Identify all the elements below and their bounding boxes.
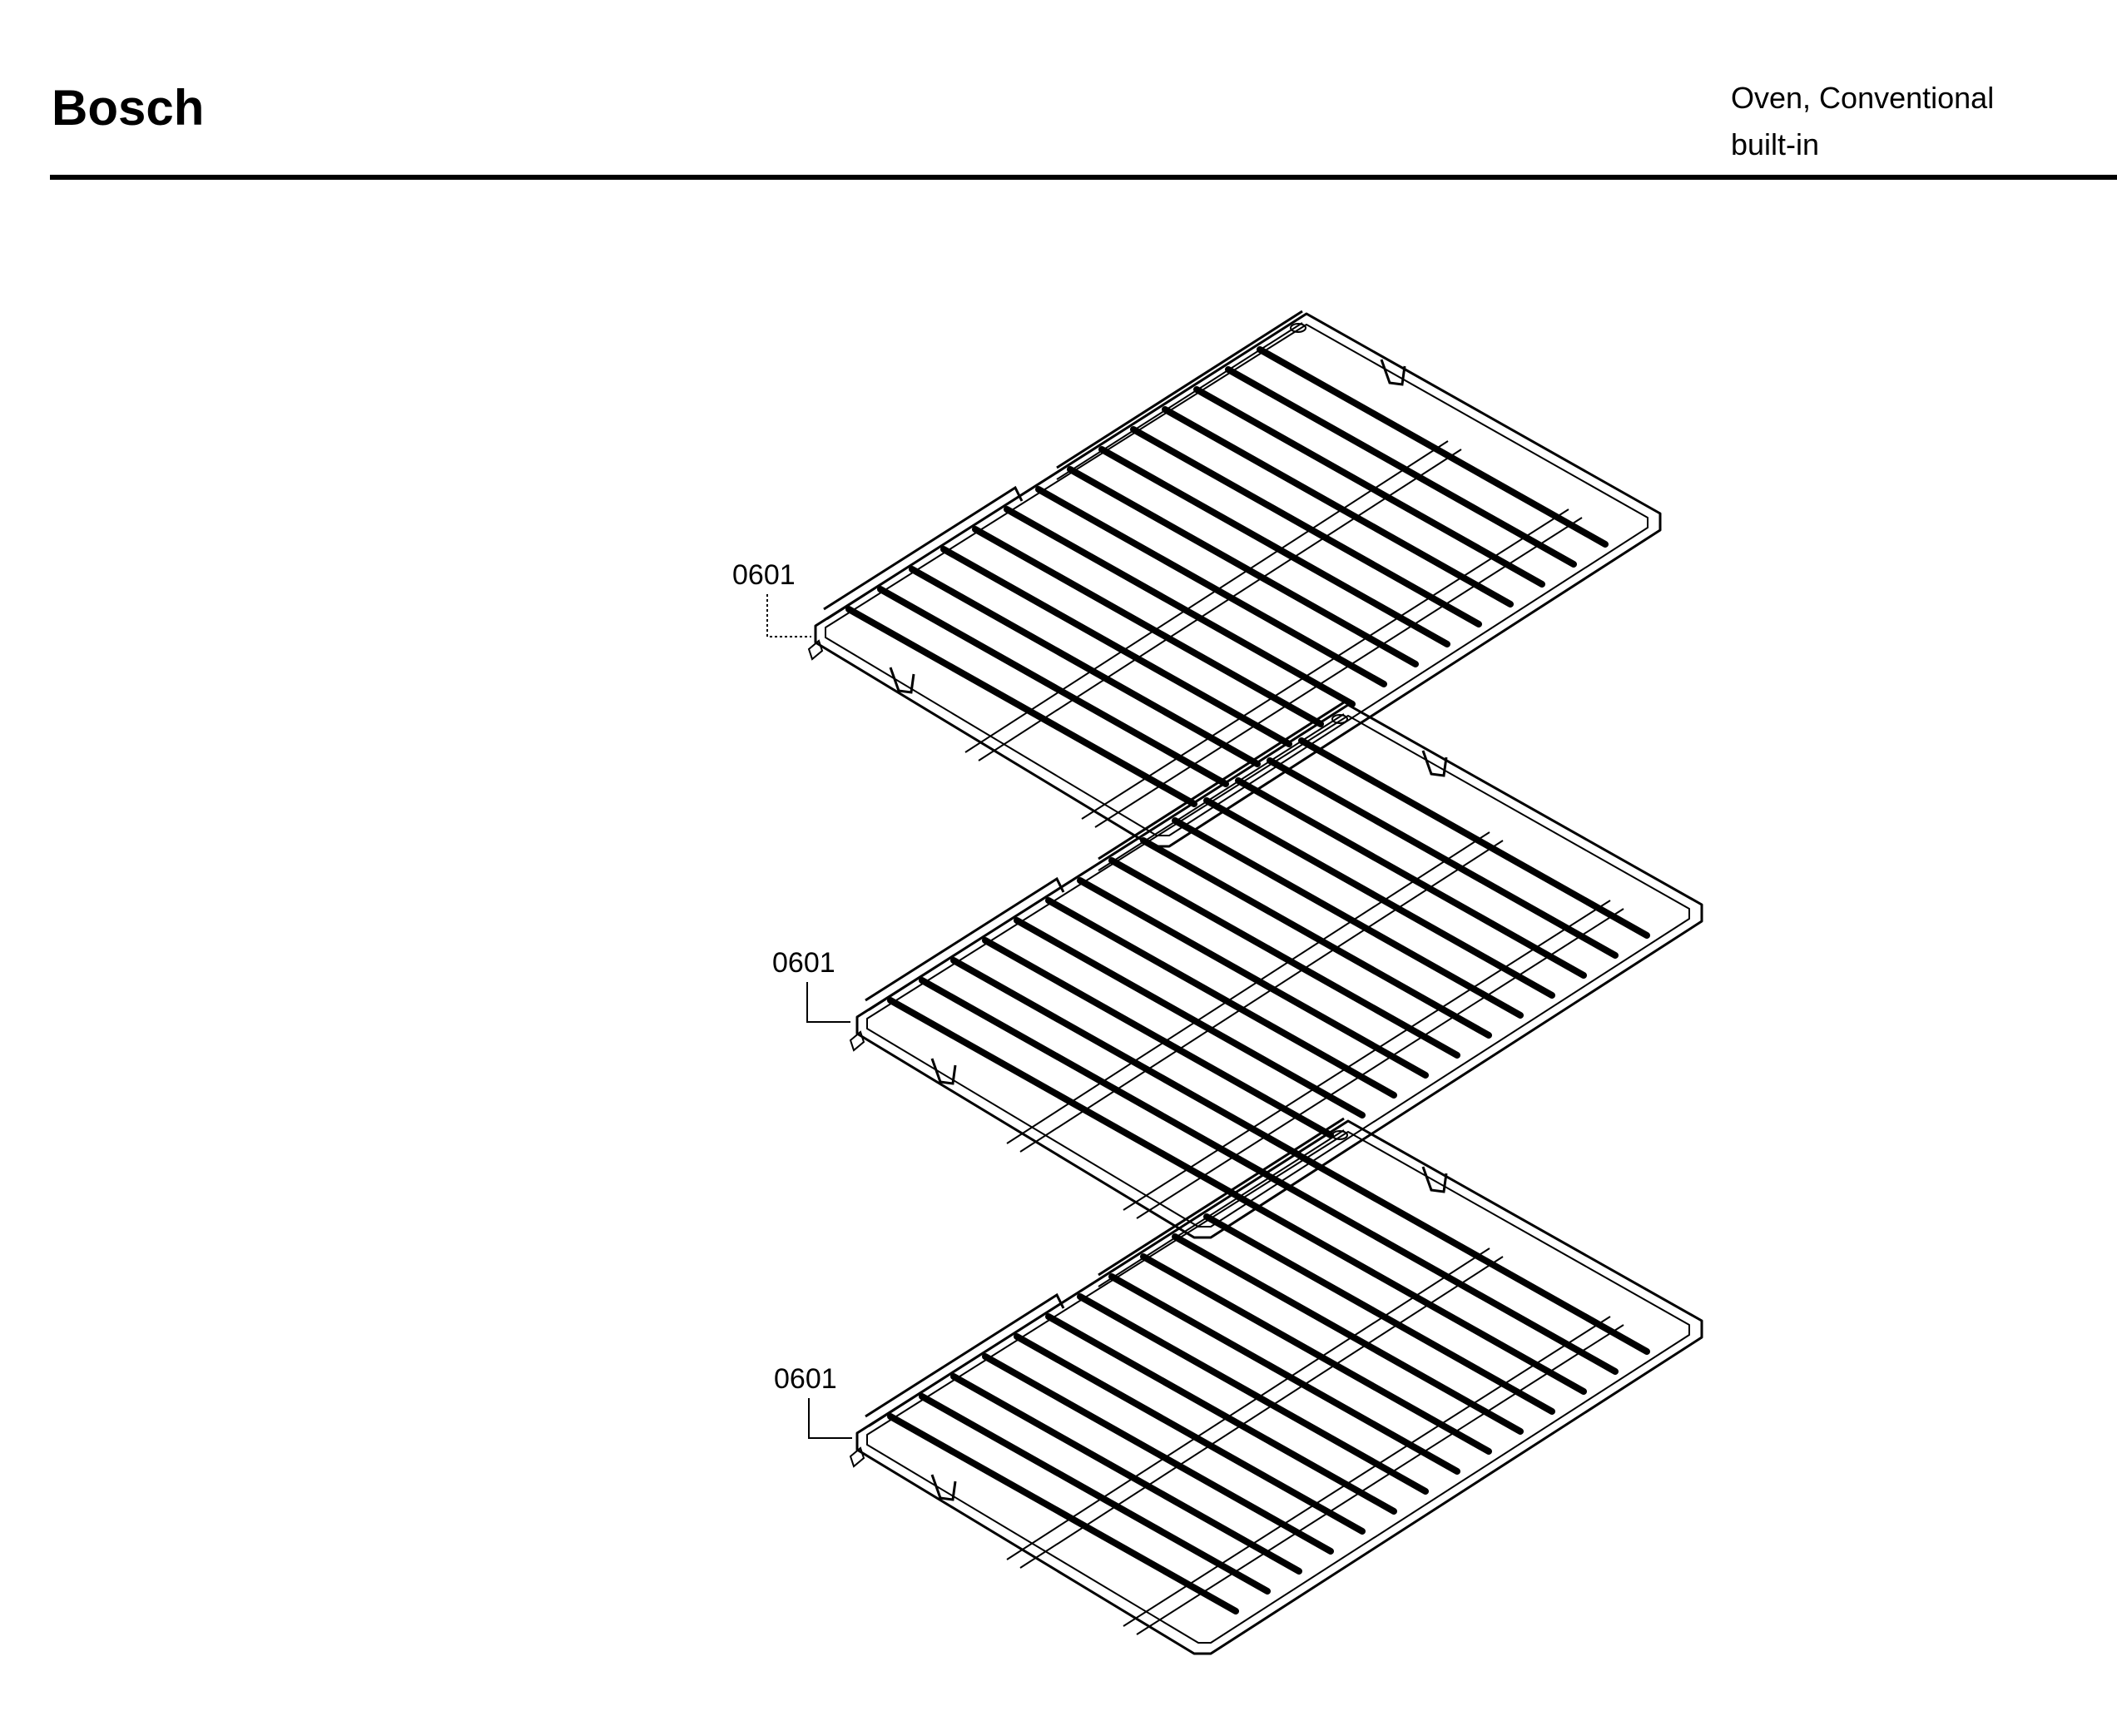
oven-rack-3: 0601 (774, 1118, 1702, 1654)
leader-line-rack-3 (808, 1398, 852, 1439)
leader-line-rack-1 (766, 594, 811, 637)
brand-logo: Bosch (52, 80, 205, 136)
leader-line-rack-2 (806, 982, 850, 1023)
product-subtype: built-in (1731, 127, 1820, 161)
header-divider (50, 175, 2117, 180)
part-label-0601-rack-1: 0601 (732, 559, 796, 591)
oven-rack-2: 0601 (772, 702, 1702, 1238)
part-label-0601-rack-2: 0601 (772, 947, 835, 979)
product-type: Oven, Conventional (1731, 81, 1995, 115)
part-label-0601-rack-3: 0601 (774, 1363, 837, 1395)
oven-rack-1: 0601 (732, 311, 1660, 846)
product-description: Oven, Conventional built-in (1731, 75, 1994, 168)
